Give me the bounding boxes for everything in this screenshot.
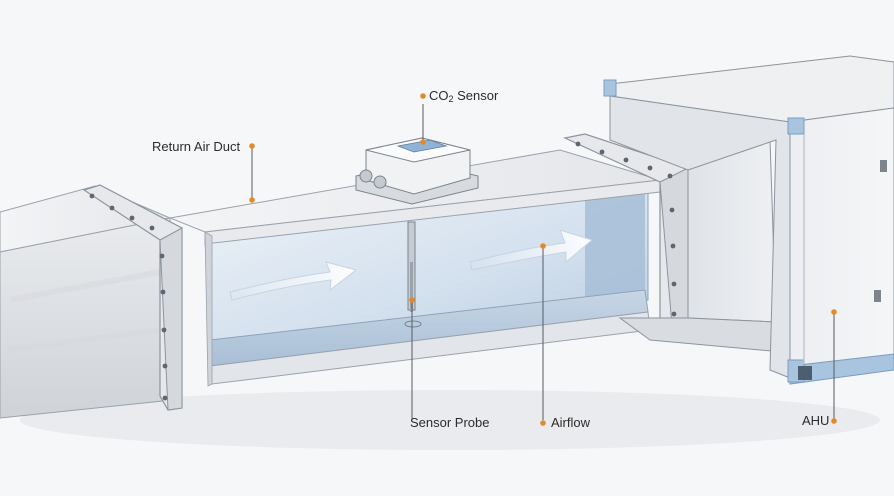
label-co2-tail: Sensor [453,88,499,103]
label-airflow: Airflow [551,415,591,430]
ahu-unit [603,55,894,385]
label-co2-sensor: CO2 Sensor [429,88,498,107]
label-co2-main: CO [429,88,449,103]
callout-dots [249,93,837,426]
label-return-air-duct: Return Air Duct [152,139,241,154]
left-flange [82,184,183,411]
right-flange [563,133,689,327]
label-ahu: AHU [802,413,830,428]
floor-shadow [20,390,880,450]
co2-sensor-box [355,137,479,205]
callout-lines [251,104,835,420]
airflow-arrows [229,229,594,301]
label-sensor-probe: Sensor Probe [410,415,490,430]
label-co2-subscript: 2 [448,94,454,104]
